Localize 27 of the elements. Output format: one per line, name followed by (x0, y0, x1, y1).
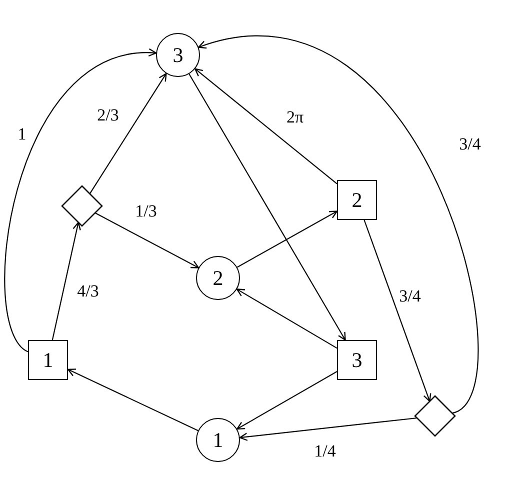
state-circle (196, 256, 240, 300)
arrow (94, 212, 200, 268)
state-circle (196, 418, 240, 462)
node-label: 1 (212, 428, 224, 452)
state-box (337, 340, 377, 380)
node-label: 2 (352, 188, 362, 212)
arrow (364, 220, 432, 402)
node-label: 2 (212, 266, 224, 290)
arrow (194, 68, 338, 184)
state-box (337, 180, 377, 220)
arrow (236, 288, 338, 349)
arrow (198, 36, 478, 414)
state-circle (156, 33, 200, 77)
node-label: 3 (172, 42, 184, 68)
arrow (52, 222, 81, 340)
decision-diamond (61, 185, 103, 227)
arrow (188, 74, 346, 341)
arrow (236, 210, 338, 268)
decision-diamond (414, 395, 456, 437)
node-label: 3 (352, 348, 362, 372)
arrow (239, 417, 418, 441)
node-label: 1 (42, 348, 54, 372)
arrow (89, 72, 167, 194)
state-box (28, 340, 68, 380)
arrow (236, 371, 338, 430)
arrow (67, 368, 198, 432)
arrow (4, 49, 157, 352)
